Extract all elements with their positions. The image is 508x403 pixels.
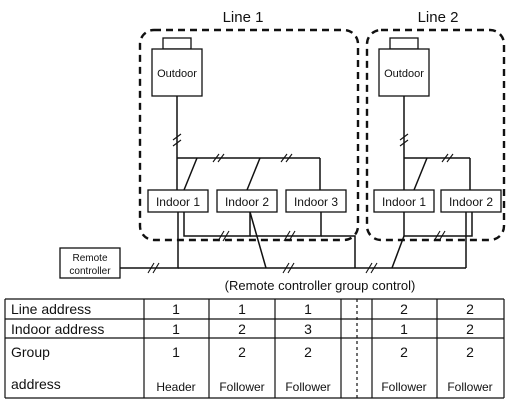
table-cell: 1 <box>304 301 312 317</box>
remote-controller-label-1: Remote <box>72 253 107 264</box>
table-cell: 1 <box>238 301 246 317</box>
table-cell: 1 <box>172 344 180 360</box>
table-cell: 1 <box>172 321 180 337</box>
table-cell: 3 <box>304 321 312 337</box>
table-cell: 1 <box>172 301 180 317</box>
indoor-unit-line-2-1: Indoor 1 <box>373 189 435 213</box>
row-label-group-address-1: Group <box>11 344 50 360</box>
group-role: Follower <box>219 380 264 394</box>
line-1-wiring <box>176 96 321 191</box>
row-label-line-address: Line address <box>11 301 91 317</box>
indoor-unit-label: Indoor 2 <box>449 195 493 209</box>
group-control-caption: (Remote controller group control) <box>225 278 416 293</box>
table-cell: 2 <box>400 301 408 317</box>
group-role: Follower <box>381 380 426 394</box>
outdoor-unit-line-2: Outdoor <box>378 37 430 97</box>
remote-controller-label-2: controller <box>69 266 111 277</box>
wire-ticks <box>172 133 454 163</box>
address-table: Line address Indoor address Group addres… <box>4 298 505 399</box>
group-role: Follower <box>447 380 492 394</box>
indoor-unit-label: Indoor 1 <box>382 195 426 209</box>
table-cell: 2 <box>400 344 408 360</box>
indoor-unit-label: Indoor 3 <box>294 195 338 209</box>
line-1-label: Line 1 <box>223 9 264 26</box>
remote-controller: Remote controller <box>59 247 121 279</box>
indoor-unit-line-2-2: Indoor 2 <box>440 189 502 213</box>
remote-group-wiring <box>120 211 473 274</box>
table-cell: 2 <box>238 344 246 360</box>
outdoor-unit-label: Outdoor <box>157 68 197 80</box>
line-2-frame <box>365 28 506 242</box>
outdoor-unit-label: Outdoor <box>384 68 424 80</box>
line-1-frame <box>138 28 360 242</box>
line-2-wiring <box>403 96 471 191</box>
group-role: Follower <box>285 380 330 394</box>
indoor-unit-label: Indoor 1 <box>156 195 200 209</box>
table-cell: 2 <box>466 301 474 317</box>
indoor-unit-line-1-3: Indoor 3 <box>285 189 347 213</box>
table-cell: 2 <box>466 344 474 360</box>
table-cell: 2 <box>304 344 312 360</box>
table-cell: 1 <box>400 321 408 337</box>
indoor-unit-line-1-1: Indoor 1 <box>147 189 209 213</box>
table-cell: 2 <box>466 321 474 337</box>
row-label-group-address-2: address <box>11 376 61 392</box>
group-role: Header <box>156 380 195 394</box>
line-2-label: Line 2 <box>418 9 459 26</box>
outdoor-unit-line-1: Outdoor <box>151 37 203 97</box>
table-cell: 2 <box>238 321 246 337</box>
indoor-unit-line-1-2: Indoor 2 <box>216 189 278 213</box>
row-label-indoor-address: Indoor address <box>11 321 104 337</box>
indoor-unit-label: Indoor 2 <box>225 195 269 209</box>
